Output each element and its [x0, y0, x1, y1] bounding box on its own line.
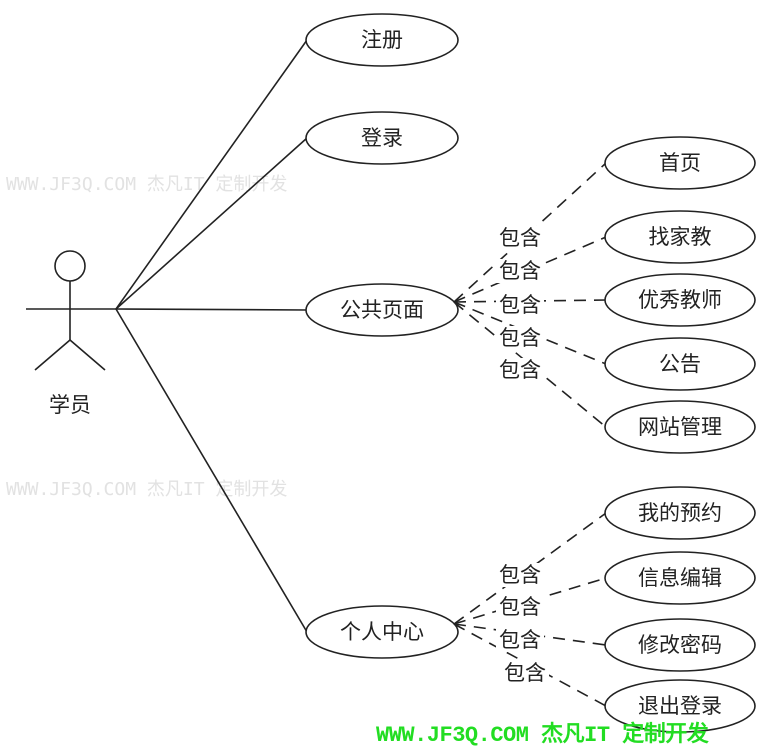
use-case-ellipse[interactable]: [604, 551, 756, 605]
association-line: [115, 308, 308, 311]
use-case-label: 退出登录: [638, 694, 722, 718]
include-label: 包含: [499, 259, 541, 283]
use-case-label: 注册: [361, 28, 403, 52]
include-label-bg: [496, 628, 544, 652]
include-label: 包含: [499, 226, 541, 250]
include-dashed-line: [453, 299, 607, 303]
watermark-text: WWW.JF3Q.COM 杰凡IT 定制开发: [6, 479, 288, 500]
use-case-label: 优秀教师: [638, 288, 722, 312]
include-label-bg: [496, 595, 544, 619]
use-case-ellipse[interactable]: [604, 210, 756, 264]
use-case-ellipse[interactable]: [305, 13, 459, 67]
use-case-ellipse[interactable]: [305, 283, 459, 337]
use-case-ellipse[interactable]: [305, 111, 459, 165]
include-label-bg: [496, 293, 544, 317]
watermark-text: WWW.JF3Q.COM 杰凡IT 定制开发: [6, 174, 288, 195]
actor-label: 学员: [49, 393, 91, 417]
use-case-ellipse[interactable]: [604, 618, 756, 672]
association-line: [115, 137, 308, 310]
use-case-label: 网站管理: [638, 415, 722, 439]
use-case-label: 找家教: [649, 225, 712, 249]
actor-leg: [69, 339, 106, 371]
use-case-label: 登录: [361, 126, 403, 150]
include-label: 包含: [499, 293, 541, 317]
actor-leg: [34, 339, 71, 371]
use-case-ellipse[interactable]: [604, 337, 756, 391]
use-case-label: 信息编辑: [638, 566, 722, 590]
include-label: 包含: [499, 563, 541, 587]
association-line: [115, 39, 308, 310]
include-label-bg: [496, 226, 544, 250]
use-case-label: 我的预约: [638, 501, 722, 525]
include-label-bg: [496, 358, 544, 382]
use-case-ellipse[interactable]: [604, 136, 756, 190]
use-case-ellipse[interactable]: [604, 679, 756, 733]
include-label-bg: [496, 563, 544, 587]
use-case-label: 首页: [659, 151, 701, 175]
include-label-bg: [496, 326, 544, 350]
use-case-label: 修改密码: [638, 633, 722, 657]
use-case-ellipse[interactable]: [604, 400, 756, 454]
include-dashed-line: [453, 301, 607, 428]
include-dashed-line: [453, 512, 607, 625]
use-case-label: 个人中心: [340, 620, 424, 644]
include-dashed-line: [453, 577, 607, 625]
footer-watermark: WWW.JF3Q.COM 杰凡IT 定制开发: [376, 723, 709, 748]
include-label: 包含: [499, 595, 541, 619]
use-case-ellipse[interactable]: [305, 605, 459, 659]
include-label: 包含: [499, 326, 541, 350]
association-line: [115, 308, 308, 633]
include-label-bg: [501, 661, 549, 685]
include-label: 包含: [504, 661, 546, 685]
use-case-ellipse[interactable]: [604, 273, 756, 327]
include-dashed-line: [453, 623, 607, 646]
include-label-bg: [496, 259, 544, 283]
actor-head: [54, 250, 86, 282]
include-label: 包含: [499, 358, 541, 382]
use-case-label: 公共页面: [340, 298, 424, 322]
use-case-label: 公告: [659, 352, 701, 376]
include-label: 包含: [499, 628, 541, 652]
use-case-ellipse[interactable]: [604, 486, 756, 540]
